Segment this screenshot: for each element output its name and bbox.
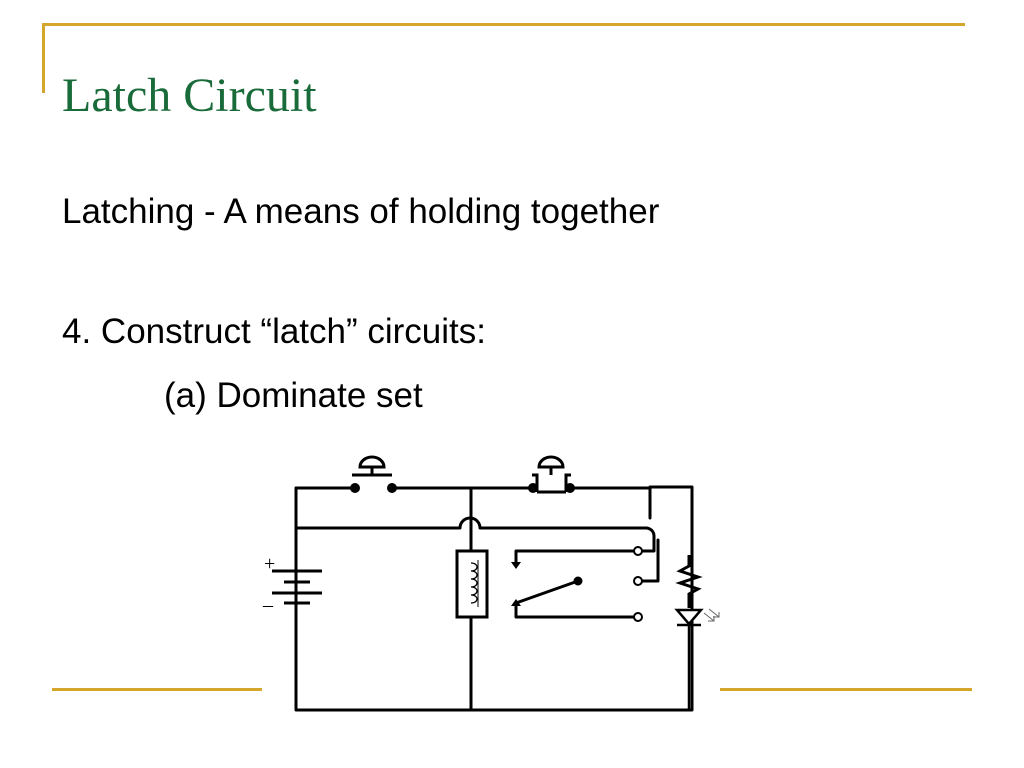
led-light-arrows (703, 608, 720, 622)
pushbutton-reset (528, 455, 575, 494)
slide-title: Latch Circuit (62, 69, 317, 122)
relay-nc-wire (514, 603, 636, 619)
wire-left-vertical (294, 485, 694, 712)
top-rule (42, 23, 965, 26)
battery-minus-label: – (262, 594, 274, 616)
battery-plus-label: + (264, 553, 275, 575)
substep-text: (a) Dominate set (164, 376, 423, 415)
bottom-rule-left (52, 688, 262, 691)
left-rule (42, 23, 45, 93)
battery (272, 528, 322, 710)
relay-coil (455, 549, 489, 619)
wire-right-feed (636, 486, 660, 583)
pushbutton-set (350, 455, 397, 493)
relay-armature (514, 579, 580, 605)
relay-arrows (511, 562, 521, 606)
relay-no-wire (514, 549, 636, 565)
step-text: 4. Construct “latch” circuits: (62, 312, 486, 351)
bottom-rule-right (720, 688, 972, 691)
relay-contacts (573, 546, 643, 622)
resistor (675, 555, 703, 608)
wire-second-rail (294, 516, 656, 553)
led (674, 487, 704, 710)
definition-text: Latching - A means of holding together (62, 192, 660, 231)
